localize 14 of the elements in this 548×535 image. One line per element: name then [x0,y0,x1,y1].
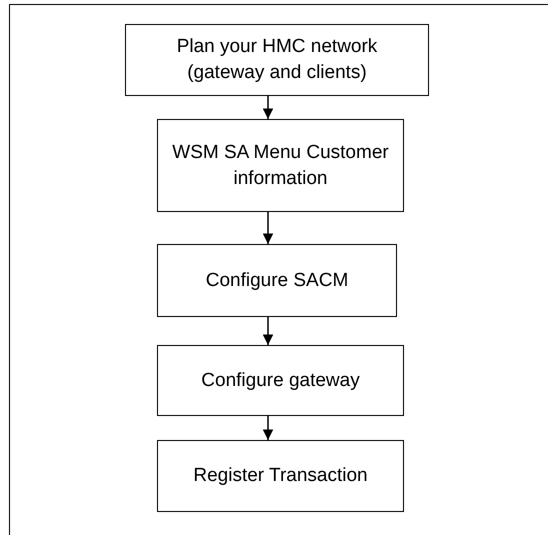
arrow [262,212,274,244]
process-box [157,119,404,212]
process-box [157,345,404,416]
process-box [157,244,397,317]
box-label: WSM SA Menu Customer information [171,140,390,190]
box-label: Configure SACM [206,268,348,293]
box-label: Register Transaction [193,464,368,488]
arrow [262,317,274,345]
process-box [125,24,429,96]
process-box [157,440,404,512]
arrow [262,416,274,440]
box-label: Configure gateway [201,368,360,393]
arrow [262,96,274,119]
box-label: Plan your HMC network (gateway and clients) [176,35,378,85]
